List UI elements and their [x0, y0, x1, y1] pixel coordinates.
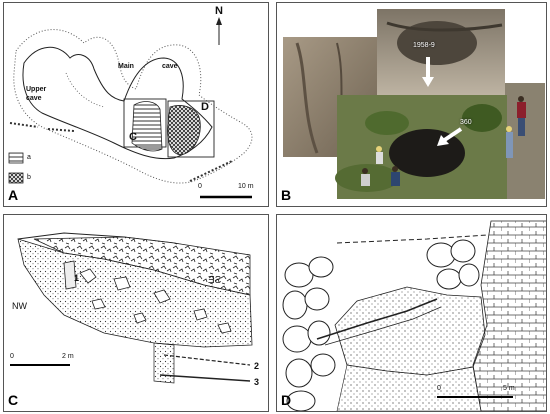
- scale-end-label: 10 m: [238, 183, 254, 190]
- nw-label: NW: [12, 301, 27, 311]
- panel-d-section: 0 5 m D: [276, 214, 547, 412]
- main-label: Main: [118, 63, 134, 70]
- se-label: SE: [208, 275, 222, 286]
- photo-tag-1958: 1958-9: [413, 42, 435, 49]
- cave-photo-illustration: [283, 9, 545, 199]
- cave-label: cave: [162, 63, 178, 70]
- photo-tag-360: 360: [460, 119, 472, 126]
- layer-1-label: 1: [74, 273, 80, 283]
- panel-c-section: NW SE 1 2 3 0 2 m C: [3, 214, 269, 412]
- layer-2-label: 2: [254, 361, 260, 371]
- panel-c-label: C: [8, 392, 19, 408]
- panel-a-cave-plan: N Upper cave Main cave C D a b 0 10 m A: [3, 2, 269, 207]
- section-d-drawing: [282, 220, 546, 411]
- section-c-drawing: [10, 232, 253, 384]
- panel-b-photo: 1958-9 360 B: [276, 2, 547, 207]
- scale-c-start: 0: [10, 353, 14, 360]
- panel-d-label: D: [281, 392, 292, 408]
- layer-3-label: 3: [254, 377, 260, 387]
- cave-plan-drawing: [8, 17, 253, 199]
- north-label: N: [215, 5, 223, 17]
- legend-a-label: a: [27, 154, 31, 161]
- box-c-label: C: [129, 131, 137, 143]
- scale-d-start: 0: [437, 385, 441, 392]
- scale-d-end: 5 m: [503, 385, 515, 392]
- scale-start-label: 0: [198, 183, 202, 190]
- panel-a-label: A: [8, 187, 19, 203]
- scale-c-end: 2 m: [62, 353, 74, 360]
- panel-b-label: B: [281, 187, 292, 203]
- legend-b-label: b: [27, 174, 31, 181]
- box-d-label: D: [201, 101, 209, 113]
- upper-cave-label: Upper cave: [26, 86, 47, 102]
